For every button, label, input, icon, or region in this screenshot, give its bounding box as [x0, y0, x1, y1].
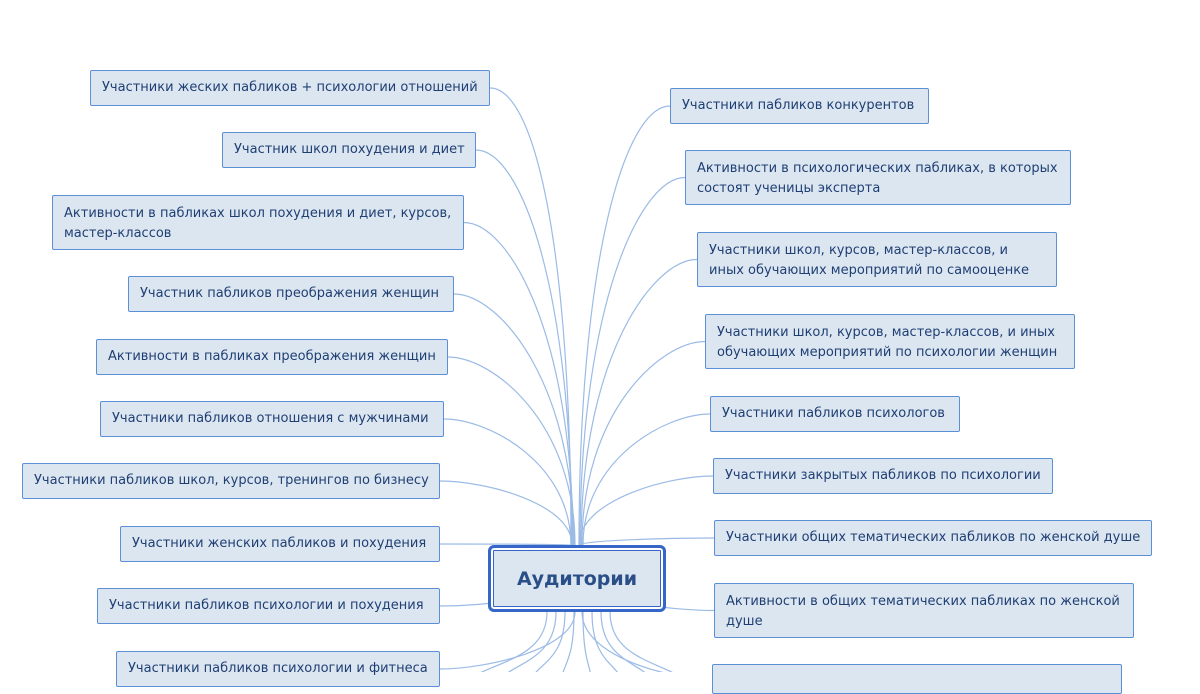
node-label: Участники жеских пабликов + психологии о…	[102, 80, 478, 95]
node-label: Участники пабликов психологии и похудени…	[109, 598, 424, 613]
connector-line	[535, 611, 566, 672]
connector-line	[580, 258, 698, 546]
connector-line	[475, 149, 573, 546]
connector-line	[508, 611, 557, 672]
connector-line	[581, 611, 664, 672]
connector-line	[582, 611, 591, 672]
node-left-5[interactable]: Активности в пабликах преображения женщи…	[96, 339, 448, 375]
connector-line	[578, 105, 671, 546]
node-label: Участник пабликов преображения женщин	[140, 286, 440, 301]
central-topic[interactable]: Аудитории	[488, 545, 666, 612]
connector-line	[447, 356, 576, 546]
connector-line	[579, 176, 686, 546]
node-right-3[interactable]: Участники школ, курсов, мастер-классов, …	[697, 232, 1057, 287]
node-right-4[interactable]: Участники школ, курсов, мастер-классов, …	[705, 314, 1075, 369]
node-left-4[interactable]: Участник пабликов преображения женщин	[128, 276, 454, 312]
node-left-10[interactable]: Участники пабликов психологии и фитнеса	[116, 651, 440, 687]
node-label: Активности в психологических пабликах, в…	[697, 161, 1058, 196]
node-label: Участники школ, курсов, мастер-классов, …	[717, 325, 1058, 360]
node-left-2[interactable]: Участник школ похудения и диет	[222, 132, 476, 168]
node-label: Участники пабликов психологии и фитнеса	[128, 661, 428, 676]
node-left-9[interactable]: Участники пабликов психологии и похудени…	[97, 588, 440, 624]
node-label: Участники пабликов психологов	[722, 406, 945, 421]
connector-line	[439, 480, 573, 546]
connector-line	[609, 611, 673, 672]
node-label: Участники женских пабликов и похудения	[132, 536, 427, 551]
connector-line	[581, 340, 706, 546]
node-left-3[interactable]: Активности в пабликах школ похудения и д…	[52, 195, 464, 250]
node-left-7[interactable]: Участники пабликов школ, курсов, тренинг…	[22, 463, 440, 499]
node-left-6[interactable]: Участники пабликов отношения с мужчинами	[100, 401, 444, 437]
node-left-8[interactable]: Участники женских пабликов и похудения	[120, 526, 440, 562]
node-left-1[interactable]: Участники жеских пабликов + психологии о…	[90, 70, 490, 106]
node-label: Активности в пабликах преображения женщи…	[108, 349, 436, 364]
connector-line	[453, 293, 575, 546]
connector-line	[600, 611, 646, 672]
connector-line	[439, 543, 574, 546]
connector-line	[578, 475, 714, 546]
connector-line	[480, 611, 548, 672]
connector-line	[579, 537, 715, 546]
connector-line	[562, 611, 575, 672]
node-label: Участники школ, курсов, мастер-классов, …	[709, 243, 1030, 278]
connector-line	[591, 611, 619, 672]
node-right-5[interactable]: Участники пабликов психологов	[710, 396, 960, 432]
node-right-2[interactable]: Активности в психологических пабликах, в…	[685, 150, 1071, 205]
node-right-9[interactable]	[712, 664, 1122, 694]
connector-line	[443, 418, 572, 546]
node-right-6[interactable]: Участники закрытых пабликов по психологи…	[713, 458, 1053, 494]
connector-line	[463, 221, 574, 546]
node-right-1[interactable]: Участники пабликов конкурентов	[670, 88, 929, 124]
connector-line	[439, 611, 576, 670]
central-topic-label: Аудитории	[516, 567, 638, 590]
node-label: Активности в общих тематических пабликах…	[726, 594, 1120, 629]
node-label: Активности в пабликах школ похудения и д…	[64, 206, 452, 241]
node-label: Участники пабликов школ, курсов, тренинг…	[34, 473, 429, 488]
mind-map-canvas: Участники жеских пабликов + психологии о…	[22, 70, 1152, 694]
connector-line	[489, 87, 572, 546]
node-label: Участники пабликов отношения с мужчинами	[112, 411, 429, 426]
node-label: Участники общих тематических пабликов по…	[726, 530, 1141, 545]
node-right-8[interactable]: Активности в общих тематических пабликах…	[714, 583, 1134, 638]
node-label: Участники пабликов конкурентов	[682, 98, 915, 113]
node-label: Участники закрытых пабликов по психологи…	[725, 468, 1041, 483]
node-right-7[interactable]: Участники общих тематических пабликов по…	[714, 520, 1152, 556]
connector-line	[582, 413, 711, 546]
node-label: Участник школ похудения и диет	[234, 142, 465, 157]
